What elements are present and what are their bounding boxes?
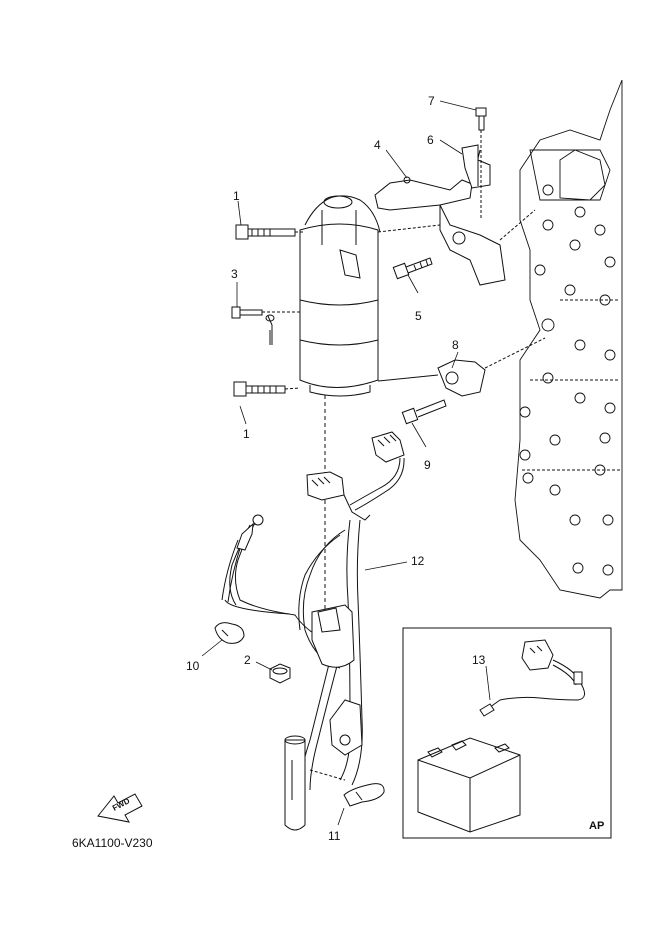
battery [417,737,521,833]
callout-9: 9 [424,458,431,472]
inset-label: AP [589,820,605,832]
clamp-11 [309,769,385,807]
callout-4: 4 [374,138,381,152]
ring-terminal [236,514,264,551]
callout-3: 3 [231,267,238,281]
screw-3 [231,306,300,345]
bolt-7 [475,107,487,220]
inset-frame [402,627,612,839]
engine-block [514,79,623,599]
callout-8: 8 [452,338,459,352]
harness-connector-mid [306,471,345,501]
diagram-code: 6KA1100-V230 [72,836,153,850]
callout-2: 2 [244,653,251,667]
harness-boot [311,604,355,668]
clip-10 [214,622,245,644]
callout-13: 13 [472,653,486,667]
harness-connector-top [371,431,405,463]
bolt-5 [392,257,433,280]
callout-5: 5 [415,309,422,323]
callout-6: 6 [427,133,434,147]
spark-cap [284,735,306,831]
harness-connector-lower [329,699,363,756]
fwd-arrow-icon [97,793,143,823]
callout-12: 12 [411,554,425,568]
nut-2 [269,663,291,684]
callout-1-upper: 1 [233,189,240,203]
callout-1-lower: 1 [243,427,250,441]
leader-lines [201,100,491,826]
battery-cable [479,639,585,717]
callout-11: 11 [328,829,341,843]
ignition-coil [299,195,381,397]
callout-10: 10 [186,659,200,673]
bolt-1-lower [233,381,301,397]
bolt-1-upper [235,224,305,240]
bolt-9 [401,399,447,425]
callout-7: 7 [428,94,435,108]
bracket-6 [461,144,491,189]
clamp-8 [377,337,546,397]
